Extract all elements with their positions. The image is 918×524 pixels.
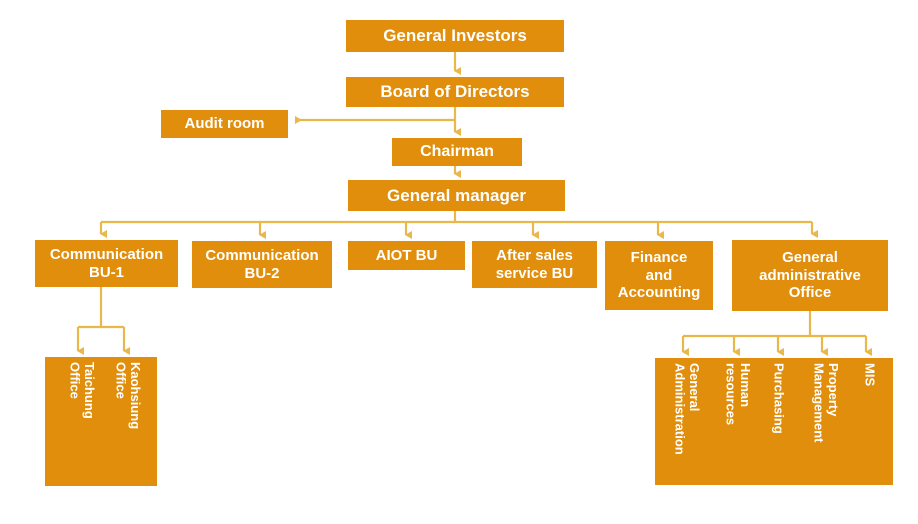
label-property-management[interactable]: Property Management <box>811 363 842 443</box>
panel-general-administrative-departments <box>655 358 893 485</box>
label-mis[interactable]: MIS <box>862 363 878 387</box>
node-general-manager[interactable]: General manager <box>348 180 565 211</box>
label-general-administration[interactable]: General Administration <box>672 363 703 455</box>
node-audit-room[interactable]: Audit room <box>161 110 288 138</box>
label-taichung-office[interactable]: Taichung Office <box>67 362 98 419</box>
label-purchasing[interactable]: Purchasing <box>771 363 787 434</box>
node-board-of-directors[interactable]: Board of Directors <box>346 77 564 107</box>
node-general-administrative-office[interactable]: General administrative Office <box>732 240 888 311</box>
node-chairman[interactable]: Chairman <box>392 138 522 166</box>
panel-communication-bu-1-offices <box>45 357 157 486</box>
label-human-resources[interactable]: Human resources <box>723 363 754 426</box>
node-aiot-bu[interactable]: AIOT BU <box>348 241 465 270</box>
node-communication-bu-2[interactable]: Communication BU-2 <box>192 241 332 288</box>
node-finance-and-accounting[interactable]: Finance and Accounting <box>605 241 713 310</box>
label-kaohsiung-office[interactable]: Kaohsiung Office <box>113 362 144 430</box>
node-after-sales-service-bu[interactable]: After sales service BU <box>472 241 597 288</box>
node-communication-bu-1[interactable]: Communication BU-1 <box>35 240 178 287</box>
node-general-investors[interactable]: General Investors <box>346 20 564 52</box>
